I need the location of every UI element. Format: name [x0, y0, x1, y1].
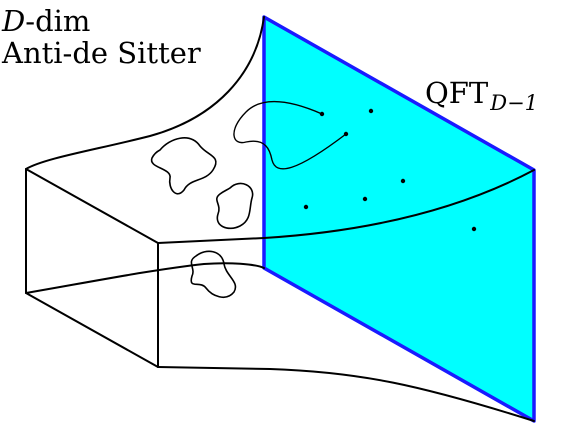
theory-subscript: D−1	[489, 91, 538, 115]
dimension-label: D-dim	[1, 4, 90, 38]
point	[362, 196, 368, 202]
bulk-box	[25, 16, 535, 422]
point	[319, 111, 325, 117]
dimension-symbol: D	[1, 4, 25, 38]
point	[343, 131, 349, 137]
point	[303, 204, 309, 210]
bulk-bottom-edge	[157, 366, 535, 422]
loop-3	[190, 250, 237, 299]
spacetime-label: Anti-de Sitter	[1, 36, 201, 70]
bulk-loops	[150, 137, 254, 299]
point	[400, 178, 406, 184]
point	[368, 108, 374, 114]
loop-1	[150, 137, 217, 195]
bulk-middle-edge	[157, 169, 535, 244]
bulk-top-edge	[25, 16, 265, 170]
point	[471, 226, 477, 232]
string-1	[233, 101, 347, 170]
bulk-front-bottom-edge	[25, 292, 159, 368]
bulk-inner-edge	[25, 262, 265, 294]
boundary-points	[303, 108, 477, 232]
dimension-suffix: -dim	[25, 4, 90, 38]
bulk-strings	[233, 101, 347, 170]
theory-label: QFTD−1	[425, 76, 538, 115]
loop-2	[216, 182, 254, 230]
theory-name: QFT	[425, 76, 489, 110]
bulk-front-top-edge	[25, 168, 159, 244]
